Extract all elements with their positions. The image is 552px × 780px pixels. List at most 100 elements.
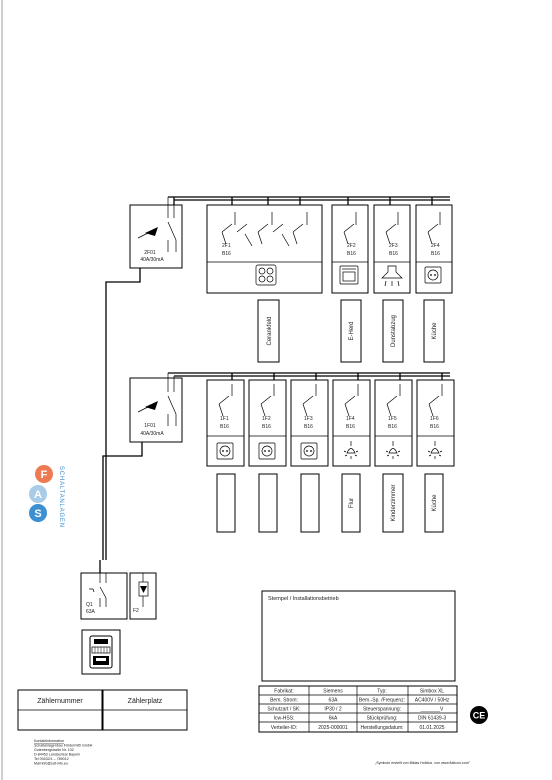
breaker-1f5: 1F5 B16 [374, 379, 413, 467]
company-info: Kontaktinformation Schaltanlagenbau Förd… [34, 739, 93, 766]
svg-text:63A: 63A [329, 698, 339, 704]
oven-icon [339, 265, 359, 285]
info-table: Fabrikat: Siemens Bem. Strom: 63A Schutz… [258, 685, 458, 733]
label-dunstabzug: Dunstabzug [391, 315, 397, 347]
breaker-1f2-rating: B16 [262, 424, 271, 430]
main-switch-rating: 63A [86, 609, 96, 615]
breaker-1f6-id: 1F6 [430, 416, 439, 422]
upper-bus-drops [173, 197, 433, 205]
breaker-1f1-id: 1F1 [220, 416, 229, 422]
label-kueche-lower: Küche [432, 494, 438, 512]
breaker-2f2: 2F2 B16 [331, 204, 369, 294]
breaker-1f3-rating: B16 [304, 424, 313, 430]
svg-text:6kA: 6kA [329, 716, 338, 722]
label-cerankfeld: Cerankfeld [267, 316, 273, 345]
breaker-2f3-rating: B16 [389, 251, 398, 257]
feed-lines [99, 268, 143, 573]
rcd-upper-id: 2F01 [144, 250, 156, 256]
svg-text:_______V: _______V [420, 707, 444, 713]
label-e-herd: E-Herd [349, 321, 355, 340]
svg-text:Kontaktinformation: Kontaktinformation [34, 739, 64, 743]
rcd-lower: 1F01 40A/30mA [129, 373, 183, 443]
svg-text:Icw-HSS:: Icw-HSS: [274, 716, 295, 722]
breaker-1f3: 1F3 B16 [290, 379, 329, 467]
lamp-icon [343, 441, 359, 459]
breaker-2f4: 2F4 B16 [415, 204, 453, 294]
breaker-2f3: 2F3 B16 [373, 204, 411, 294]
breaker-2f2-rating: B16 [347, 251, 356, 257]
breaker-2f1-rating: B16 [222, 251, 231, 257]
meter-place-label: Zählerplatz [128, 698, 163, 705]
breaker-1f6-rating: B16 [430, 424, 439, 430]
breaker-1f6: 1F6 B16 [416, 379, 455, 467]
logo-letter-a: A [29, 485, 47, 503]
lower-label-boxes: Flur Kinderzimmer Küche [216, 473, 444, 533]
breaker-1f5-id: 1F5 [388, 416, 397, 422]
lower-bus-drops [231, 373, 443, 380]
breaker-1f5-rating: B16 [388, 424, 397, 430]
breaker-2f4-rating: B16 [431, 251, 440, 257]
rcd-lower-rating: 40A/30mA [140, 431, 164, 437]
ce-mark-icon: CE [470, 706, 488, 724]
svg-text:2025-000001: 2025-000001 [318, 725, 348, 731]
main-switch-id: Q1 [86, 602, 93, 608]
svg-text:S: S [34, 508, 41, 520]
breaker-1f2: 1F2 B16 [248, 379, 287, 467]
svg-text:DIN 61439-3: DIN 61439-3 [418, 716, 447, 722]
svg-text:Stückprüfung:: Stückprüfung: [367, 716, 398, 722]
svg-text:Typ:: Typ: [377, 689, 386, 695]
svg-text:D-84453 Landau/Isar Bayern: D-84453 Landau/Isar Bayern [34, 753, 80, 757]
svg-text:Simbox XL: Simbox XL [420, 689, 444, 695]
svg-text:Gutenbergstraße Nr. 102: Gutenbergstraße Nr. 102 [34, 748, 74, 752]
breaker-2f1-id: 2F1 [222, 243, 231, 249]
breaker-1f4: 1F4 B16 [332, 379, 371, 467]
socket-icon [258, 442, 276, 460]
label-kinderzimmer: Kinderzimmer [391, 484, 397, 521]
svg-text:F: F [41, 469, 48, 481]
svg-text:Tel 09432/1 – 789012: Tel 09432/1 – 789012 [34, 757, 69, 761]
svg-text:Mail info@saf-info.eu: Mail info@saf-info.eu [34, 762, 68, 766]
svg-text:AC400V / 50Hz: AC400V / 50Hz [415, 698, 450, 704]
socket-icon [424, 266, 442, 284]
upper-label-boxes: Cerankfeld E-Herd Dunstabzug Küche [257, 299, 445, 363]
svg-text:Bem.-Sp. /Frequenz:: Bem.-Sp. /Frequenz: [359, 698, 405, 704]
svg-text:Verteiler-ID:: Verteiler-ID: [271, 725, 297, 731]
rcd-lower-id: 1F01 [144, 423, 156, 429]
cooktop-icon [255, 264, 277, 286]
rcd-upper: 2F01 40A/30mA [129, 197, 183, 269]
svg-text:01.01.2025: 01.01.2025 [419, 725, 444, 731]
svg-text:CE: CE [473, 711, 486, 721]
range-hood-icon [381, 265, 403, 287]
stamp-box: Stempel / Installationsbetrieb [261, 590, 456, 682]
svg-text:Fabrikat:: Fabrikat: [274, 689, 293, 695]
logo-letter-s: S [29, 504, 47, 522]
svg-text:A: A [34, 489, 42, 501]
breaker-2f4-id: 2F4 [431, 243, 440, 249]
breaker-2f3-id: 2F3 [389, 243, 398, 249]
fuse-f2: F2 [129, 572, 157, 620]
breaker-1f3-id: 1F3 [304, 416, 313, 422]
svg-text:Steuerspannung:: Steuerspannung: [363, 707, 401, 713]
stamp-title: Stempel / Installationsbetrieb [268, 596, 339, 602]
svg-text:Schaltanlagenbau Fördermittl G: Schaltanlagenbau Fördermittl GmbH [34, 744, 93, 748]
electricity-meter [81, 629, 121, 675]
svg-text:Siemens: Siemens [323, 689, 343, 695]
saf-logo: F A S SCHALTANLAGEN [29, 465, 64, 528]
label-kueche-upper: Küche [432, 322, 438, 340]
breaker-1f2-id: 1F2 [262, 416, 271, 422]
svg-text:Bem. Strom:: Bem. Strom: [270, 698, 298, 704]
svg-text:IP30 / 2: IP30 / 2 [324, 707, 341, 713]
breaker-2f1: 2F1 B16 [206, 204, 323, 294]
lamp-icon [427, 441, 443, 459]
label-flur: Flur [349, 498, 355, 508]
fuse-id: F2 [133, 608, 139, 614]
lamp-icon [385, 441, 401, 459]
meter-fields: Zählernummer Zählerplatz [17, 689, 188, 731]
breaker-1f4-rating: B16 [346, 424, 355, 430]
socket-icon [300, 442, 318, 460]
svg-text:Schutzart / SK:: Schutzart / SK: [267, 707, 300, 713]
rcd-upper-rating: 40A/30mA [140, 257, 164, 263]
svg-text:Herstellungsdatum:: Herstellungsdatum: [360, 725, 403, 731]
main-switch-q1: Q1 63A [80, 572, 128, 620]
breaker-1f4-id: 1F4 [346, 416, 355, 422]
